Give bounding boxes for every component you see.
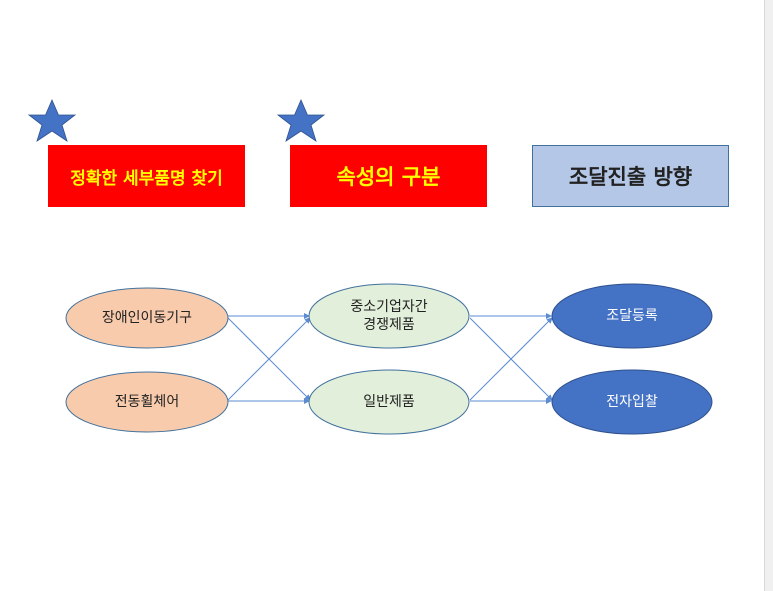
- header-box-label: 속성의 구분: [336, 165, 441, 189]
- channel-node: 조달등록: [551, 283, 713, 349]
- header-box-direction: 조달진출 방향: [532, 145, 729, 207]
- channel-node: 전자입찰: [551, 369, 713, 435]
- category-label: 일반제품: [363, 394, 415, 410]
- category-label: 경쟁제품: [363, 317, 415, 333]
- category-label: 중소기업자간: [350, 299, 427, 315]
- category-node: 일반제품: [308, 369, 470, 435]
- header-box-find-item: 정확한 세부품명 찾기: [48, 145, 245, 207]
- arrow: [227, 317, 311, 401]
- category-node: 중소기업자간 경쟁제품: [308, 283, 470, 349]
- header-box-attribute: 속성의 구분: [290, 145, 487, 207]
- channel-label: 조달등록: [606, 308, 658, 324]
- product-label: 전동휠체어: [115, 394, 179, 410]
- scrollbar-edge: [764, 0, 773, 591]
- star-icon: [276, 98, 326, 142]
- product-label: 장애인이동기구: [102, 310, 192, 326]
- header-box-label: 정확한 세부품명 찾기: [70, 168, 223, 189]
- header-box-label: 조달진출 방향: [568, 165, 693, 189]
- star-icon: [27, 98, 77, 142]
- product-node: 전동휠체어: [65, 371, 229, 433]
- arrow: [469, 317, 553, 401]
- product-node: 장애인이동기구: [65, 287, 229, 349]
- channel-label: 전자입찰: [606, 394, 658, 410]
